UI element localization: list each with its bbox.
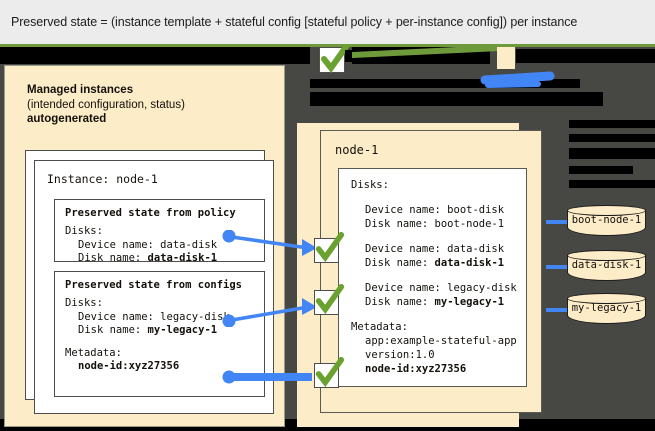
redacted-bar-top-1 [0,47,310,64]
check-legacy-disk[interactable] [314,284,345,315]
policy-disks-label: Disks: [65,225,103,237]
instance-card-front: Instance: node-1 Preserved state from po… [34,160,274,414]
node-spacer-3 [351,270,517,281]
node-metadata-label: Metadata: [351,321,408,333]
connector-data-disk [222,230,317,256]
diagram-canvas: Managed instances (intended configuratio… [0,44,655,431]
caption-bar: Preserved state = (instance template + s… [0,0,655,44]
managed-instances-panel: Managed instances (intended configuratio… [4,65,285,427]
redacted-bar-right-1 [569,120,655,128]
disk-boot-node-1: boot-node-1 [567,205,646,237]
blue-scribble [480,71,555,88]
policy-device-name: Device name: data-disk [78,238,218,251]
title-line-3: autogenerated [27,113,107,125]
managed-instances-title: Managed instances (intended configuratio… [27,83,185,127]
disk-top [567,205,646,216]
checkmark-icon [321,44,351,74]
configs-device-name: Device name: legacy-disk [78,310,230,323]
disk-label: data-disk-1 [571,259,642,271]
connector-metadata [222,370,312,384]
configs-disks-label: Disks: [65,297,103,309]
checkmark-icon [315,284,345,315]
check-metadata-nodeid[interactable] [314,357,345,388]
node-spacer-2 [351,231,517,242]
node-title: node-1 [335,143,379,157]
configs-card-body: Disks: Device name: legacy-disk Disk nam… [65,297,230,374]
node-boot-disk: Disk name: boot-node-1 [365,218,505,230]
connector-legacy-disk [222,298,317,327]
node-legacy-device: Device name: legacy-disk [365,282,517,294]
disk-connector-data [546,265,570,269]
disk-data-disk-1: data-disk-1 [567,250,646,282]
node-details-body: Disks: Device name: boot-disk Disk name:… [351,178,517,376]
configs-disk-name: Disk name: my-legacy-1 [78,324,218,336]
disk-top [567,250,646,261]
disk-my-legacy-1: my-legacy-1 [567,293,646,325]
node-1-box: node-1 Disks: Device name: boot-disk Dis… [320,130,542,413]
configs-spacer [65,338,230,347]
disk-top [567,293,646,304]
title-line-2: (intended configuration, status) [27,98,185,111]
redacted-bar-top-3 [516,49,655,63]
configs-card-heading: Preserved state from configs [65,279,243,291]
redacted-bar-right-4 [569,166,633,174]
check-top[interactable] [319,44,351,74]
caption-text: Preserved state = (instance template + s… [11,15,578,29]
redacted-bar-top-4 [310,79,580,88]
node-spacer-1 [351,192,517,203]
checkmark-icon [315,357,345,388]
check-data-disk[interactable] [314,232,345,263]
node-metadata-nodeid: node-id:xyz27356 [365,363,467,375]
redacted-bar-right-2 [569,134,655,142]
node-data-disk: Disk name: data-disk-1 [365,257,505,269]
policy-card-body: Disks: Device name: data-disk Disk name:… [65,225,217,266]
node-disks-label: Disks: [351,179,389,191]
node-legacy-disk: Disk name: my-legacy-1 [365,296,505,308]
policy-card-heading: Preserved state from policy [65,207,236,219]
node-boot-device: Device name: boot-disk [365,204,505,216]
redacted-bar-right-3 [569,148,655,159]
green-stroke [331,45,501,59]
policy-disk-name: Disk name: data-disk-1 [78,252,218,264]
cream-square-top [497,47,515,69]
node-details-card: Disks: Device name: boot-disk Disk name:… [338,168,527,387]
configs-metadata-label: Metadata: [65,346,122,359]
node-metadata-version: version:1.0 [365,349,435,361]
redacted-bar-right-5 [569,180,655,188]
green-divider-line [0,44,655,47]
title-line-1: Managed instances [27,84,134,96]
disk-label: boot-node-1 [571,214,642,226]
redacted-bar-top-6 [345,50,352,62]
configs-metadata-nodeid: node-id:xyz27356 [78,360,180,372]
node-metadata-app: app:example-stateful-app [365,335,517,347]
node-spacer-4 [351,309,517,320]
disk-label: my-legacy-1 [571,302,642,314]
redacted-bar-top-5 [310,92,603,106]
checkmark-icon [315,232,345,263]
disk-connector-boot [546,220,570,224]
instance-label: Instance: node-1 [47,172,158,186]
disk-connector-legacy [546,308,570,312]
node-data-device: Device name: data-disk [365,243,505,255]
